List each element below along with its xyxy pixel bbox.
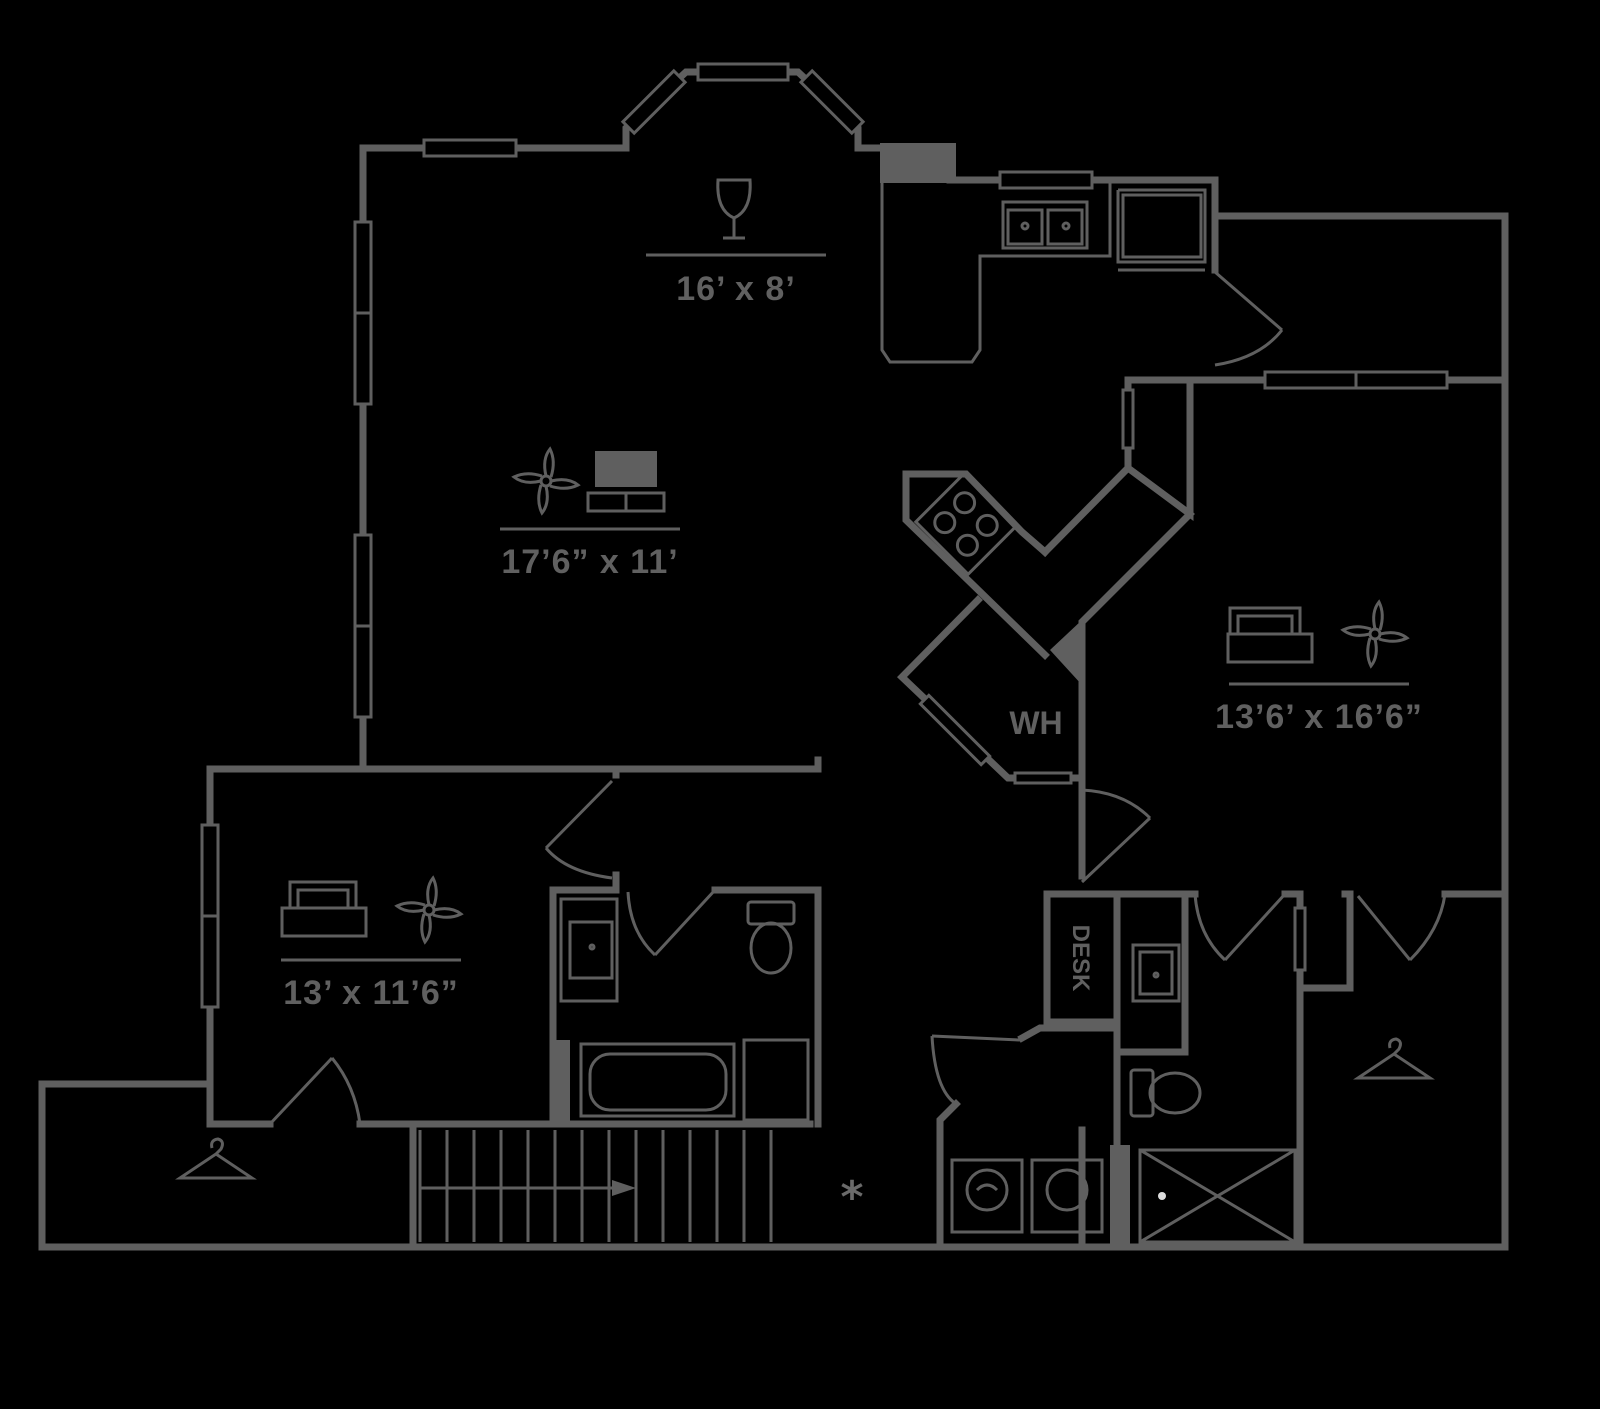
wine-glass-icon [716,178,752,240]
room-icons [175,178,1435,1180]
stair-treads [418,1130,773,1242]
washer-icon [950,1158,1024,1234]
stove-icon [913,471,1019,577]
dining-dimensions: 16’ x 8’ [676,270,796,308]
labels: 16’ x 8’ 17’6” x 11’ 13’6’ x 16’6” 13’ x… [283,270,1423,1223]
asterisk-marker: * [840,1172,863,1223]
water-heater-label: WH [1009,705,1062,741]
ceiling-fan-icon [1340,599,1410,669]
walls [38,68,1509,1251]
toilet-icon [746,900,796,975]
windows [200,62,1449,1009]
ceiling-fan-icon [511,446,581,516]
stair-arrow-head [612,1180,636,1196]
bed-icon [1226,606,1314,664]
toilet-icon [1129,1068,1202,1118]
tv-icon [586,451,666,513]
hanger-icon [175,1137,257,1180]
bedroom-1-dimensions: 13’6’ x 16’6” [1215,698,1423,736]
ceiling-fan-icon [394,875,464,945]
doors [268,270,1447,1126]
dryer-icon [1030,1158,1104,1234]
bathtub-icon [579,1038,810,1122]
bed-icon [280,880,368,938]
bath-sink-icon [1131,943,1181,1003]
fixtures [559,193,1297,1244]
desk-label: DESK [1067,925,1094,992]
bedroom-2-dimensions: 13’ x 11’6” [283,974,459,1012]
kitchen-sink-icon [1001,200,1089,250]
refrigerator-icon [1121,193,1203,259]
bath-sink-icon [559,897,619,1003]
living-dimensions: 17’6” x 11’ [501,543,678,581]
shower-icon [1138,1148,1297,1244]
hanger-icon [1353,1037,1435,1080]
